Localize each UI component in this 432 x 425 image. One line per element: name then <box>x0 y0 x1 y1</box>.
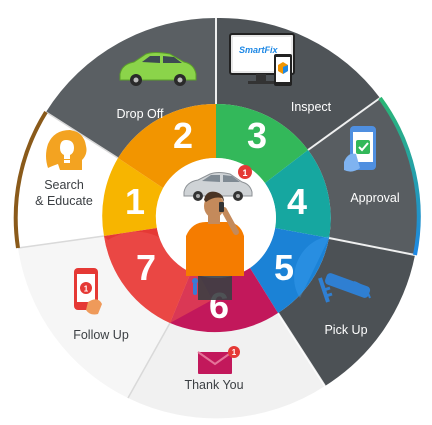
svg-text:1: 1 <box>84 285 89 294</box>
lightbulb-head-icon <box>46 130 87 170</box>
segment-follow-up[interactable] <box>18 236 170 398</box>
segment-search-educate[interactable] <box>15 112 119 248</box>
step-number-5: 5 <box>274 247 294 288</box>
svg-text:1: 1 <box>232 348 237 357</box>
segment-approval[interactable] <box>308 98 419 255</box>
notification-badge: 1 <box>238 165 252 179</box>
inner-segment-3[interactable] <box>216 103 308 183</box>
label-inspect: Inspect <box>291 100 332 114</box>
person-on-phone-icon <box>186 191 244 300</box>
label-search-line1: Search <box>44 178 84 192</box>
inner-segment-2[interactable] <box>118 103 216 188</box>
segment-pick-up[interactable] <box>278 238 415 386</box>
car-key-icon <box>318 273 371 303</box>
step-number-7: 7 <box>136 247 156 288</box>
step-number-3: 3 <box>247 115 267 156</box>
envelope-icon: 1 <box>197 346 240 374</box>
rim-accent-right <box>378 96 421 256</box>
label-drop-off: Drop Off <box>116 107 164 121</box>
segment-drop-off[interactable] <box>46 17 216 158</box>
swirl-overlay <box>104 231 212 323</box>
smartfix-monitor-icon: SmartFix <box>229 33 295 86</box>
segment-dividers-light <box>17 111 171 399</box>
segment-dividers <box>215 18 416 387</box>
step-number-4: 4 <box>287 181 307 222</box>
label-pick-up: Pick Up <box>324 323 367 337</box>
center-car-icon <box>183 172 253 201</box>
smartfix-logo-text: SmartFix <box>239 45 279 55</box>
rim-accent-left <box>13 110 48 249</box>
center-car-key-icon <box>192 278 198 295</box>
phone-approval-icon <box>344 126 376 172</box>
label-follow-up: Follow Up <box>73 328 129 342</box>
outer-ring <box>13 17 421 419</box>
drop-off-car-icon <box>119 52 197 86</box>
label-search-line2: & Educate <box>35 194 93 208</box>
label-thank-you: Thank You <box>184 378 243 392</box>
step-number-1: 1 <box>125 181 145 222</box>
label-approval: Approval <box>350 191 399 205</box>
inner-segment-4[interactable] <box>265 150 331 238</box>
step-number-2: 2 <box>173 115 193 156</box>
inner-color-ring <box>102 103 331 333</box>
svg-text:1: 1 <box>242 168 247 178</box>
phone-notification-icon: 1 <box>74 268 102 315</box>
swirl-overlay-blue <box>294 236 330 298</box>
inner-segment-1[interactable] <box>102 158 163 236</box>
inner-segment-5[interactable] <box>250 228 329 313</box>
